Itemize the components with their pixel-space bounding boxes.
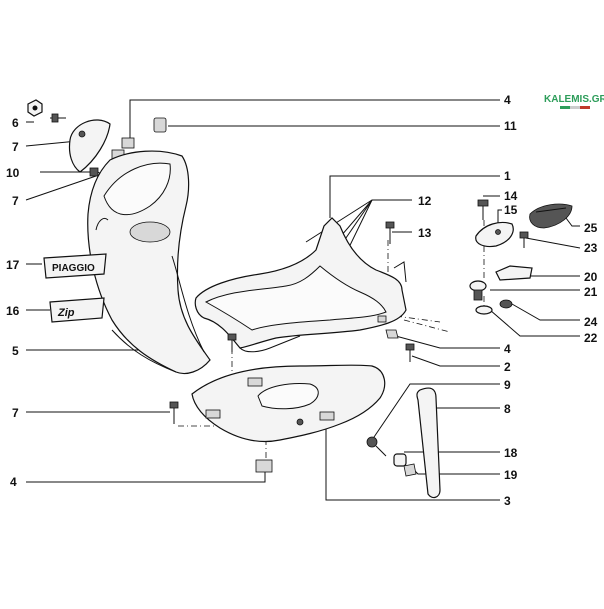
part-10-cover <box>68 119 111 173</box>
label-13: 13 <box>418 226 432 240</box>
part-22-washer <box>475 305 493 315</box>
label-16: 16 <box>6 304 20 318</box>
label-17: 17 <box>6 258 20 272</box>
part-9-bolt <box>366 436 387 457</box>
label-19: 19 <box>504 468 518 482</box>
piaggio-logo-text: PIAGGIO <box>52 263 95 274</box>
label-9: 9 <box>504 378 511 392</box>
label-11: 11 <box>504 119 517 133</box>
label-8: 8 <box>504 402 511 416</box>
part-16-model-logo: Zip <box>49 297 105 323</box>
part-7-screw-c <box>169 401 179 424</box>
part-7-screw-d <box>227 333 237 352</box>
label-24: 24 <box>584 315 598 329</box>
part-number-labels: 4 11 1 12 13 14 15 25 23 20 21 24 22 4 2… <box>6 93 598 508</box>
label-7-c: 7 <box>12 406 19 420</box>
label-22: 22 <box>584 331 598 345</box>
model-logo-text: Zip <box>57 307 75 319</box>
label-6: 6 <box>12 116 19 130</box>
part-11-clip <box>153 117 167 133</box>
part-4-clip-bottom <box>255 459 273 473</box>
watermark-flag-green <box>560 106 570 109</box>
label-4-top: 4 <box>504 93 511 107</box>
label-7-b: 7 <box>12 194 19 208</box>
label-4-bottom: 4 <box>10 475 17 489</box>
part-7-screw-a <box>51 113 66 123</box>
label-23: 23 <box>584 241 598 255</box>
label-3: 3 <box>504 494 511 508</box>
label-21: 21 <box>584 285 598 299</box>
part-20-bracket <box>495 265 533 281</box>
label-4-middle: 4 <box>504 342 511 356</box>
label-25: 25 <box>584 221 598 235</box>
part-21-latch <box>469 280 487 301</box>
part-8-side-strip <box>416 387 441 499</box>
label-1: 1 <box>504 169 511 183</box>
label-12: 12 <box>418 194 432 208</box>
part-18-bushing <box>393 453 407 467</box>
part-6-nut <box>27 99 43 117</box>
part-25-pad <box>529 203 573 229</box>
label-14: 14 <box>504 189 518 203</box>
label-7-a: 7 <box>12 140 19 154</box>
part-2-screw <box>405 343 415 362</box>
part-13-screw <box>385 221 395 244</box>
part-24-nut <box>499 299 513 309</box>
part-3-lower-panel <box>191 364 386 443</box>
watermark: KALEMIS.GR <box>544 94 604 109</box>
label-15: 15 <box>504 203 518 217</box>
label-5: 5 <box>12 344 19 358</box>
part-4-clip-middle <box>385 329 399 339</box>
watermark-flag-white <box>570 106 580 109</box>
part-15-cover-plate <box>475 221 514 248</box>
label-10: 10 <box>6 166 20 180</box>
part-5-front-shield <box>87 150 211 375</box>
watermark-flag-red <box>580 106 590 109</box>
part-1-floor-frame <box>194 217 407 353</box>
part-19-clip <box>403 463 417 477</box>
label-18: 18 <box>504 446 518 460</box>
part-14-screw <box>477 199 489 220</box>
label-2: 2 <box>504 360 511 374</box>
watermark-text: KALEMIS.GR <box>544 94 604 105</box>
part-23-screw <box>519 231 529 248</box>
part-17-piaggio-logo: PIAGGIO <box>43 253 107 279</box>
label-20: 20 <box>584 270 598 284</box>
